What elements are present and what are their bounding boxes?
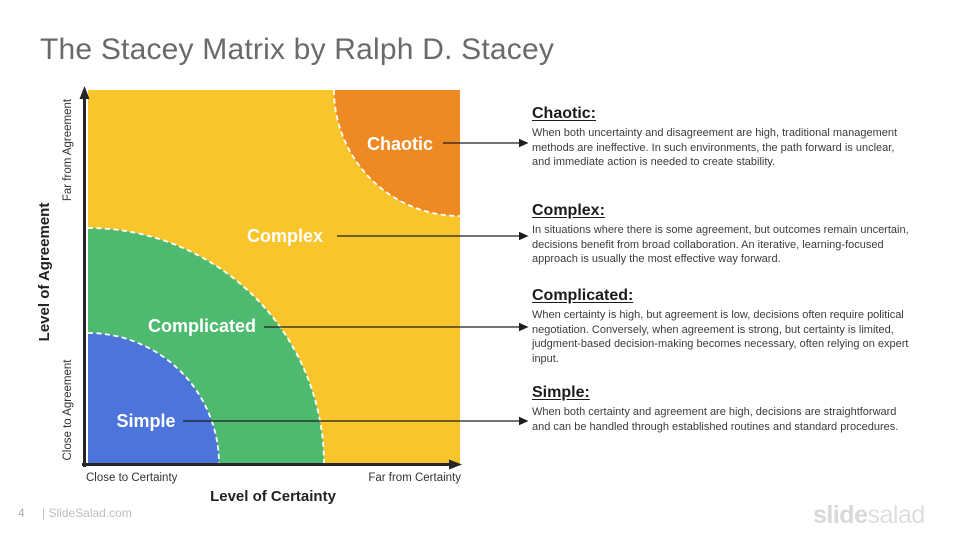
- description-complex: Complex: In situations where there is so…: [532, 202, 914, 267]
- x-axis-title: Level of Certainty: [210, 488, 337, 505]
- y-axis-max-label: Far from Agreement: [62, 98, 74, 201]
- chaotic-boundary-arc: [333, 89, 461, 217]
- y-axis-arrow-icon: [79, 86, 90, 99]
- connector-complex: [337, 231, 529, 241]
- y-axis-min-label: Close to Agreement: [62, 359, 74, 461]
- description-body: In situations where there is some agreem…: [532, 224, 909, 266]
- logo-text-bold: slide: [813, 501, 868, 529]
- x-axis-max-label: Far from Certainty: [368, 472, 461, 484]
- region-label-simple: Simple: [116, 411, 175, 431]
- region-label-complex: Complex: [247, 226, 323, 246]
- description-body: When both uncertainty and disagreement a…: [532, 127, 898, 169]
- arrowhead-icon: [519, 138, 529, 148]
- page-title: The Stacey Matrix by Ralph D. Stacey: [40, 33, 555, 66]
- connector-chaotic: [443, 138, 529, 148]
- slidesalad-logo: slidesalad: [813, 501, 925, 530]
- description-simple: Simple: When both certainty and agreemen…: [532, 384, 914, 434]
- page-number: 4: [18, 506, 25, 520]
- description-heading: Complicated:: [532, 287, 634, 304]
- description-heading: Simple:: [532, 384, 590, 401]
- connector-complicated: [264, 322, 529, 332]
- arrowhead-icon: [519, 231, 529, 241]
- logo-text-light: salad: [867, 501, 925, 529]
- description-body: When both certainty and agreement are hi…: [532, 406, 899, 433]
- region-simple: [88, 333, 219, 464]
- description-chaotic: Chaotic: When both uncertainty and disag…: [532, 105, 914, 170]
- arrowhead-icon: [519, 322, 529, 332]
- x-axis-arrow-icon: [449, 459, 462, 470]
- arrowhead-icon: [519, 416, 529, 426]
- connector-simple: [183, 416, 529, 426]
- description-body: When certainty is high, but agreement is…: [532, 309, 909, 365]
- description-heading: Complex:: [532, 202, 605, 219]
- simple-boundary-arc: [87, 332, 220, 465]
- site-reference: | SlideSalad.com: [42, 506, 132, 520]
- region-label-complicated: Complicated: [148, 316, 256, 336]
- description-complicated: Complicated: When certainty is high, but…: [532, 287, 914, 366]
- y-axis-title: Level of Agreement: [36, 203, 53, 342]
- description-heading: Chaotic:: [532, 105, 596, 122]
- region-chaotic: [334, 90, 460, 216]
- x-axis-min-label: Close to Certainty: [86, 472, 178, 484]
- region-label-chaotic: Chaotic: [367, 134, 433, 154]
- complicated-boundary-arc: [87, 227, 325, 465]
